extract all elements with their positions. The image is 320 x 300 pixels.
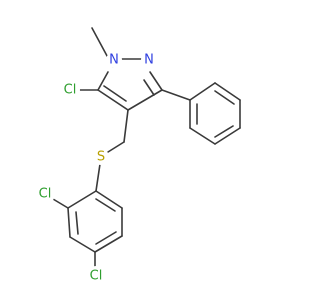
atom-n1-label: N (109, 53, 119, 68)
bond-c5-n1 (97, 71, 109, 91)
atom-cl-pyrazole: Cl (60, 80, 80, 100)
molecule-diagram: N N Cl S Cl Cl (35, 27, 241, 286)
bond-ar2-inner (75, 211, 79, 235)
atom-cl-para: Cl (86, 266, 106, 286)
bond-ph2-inner (214, 90, 235, 105)
bond-ph4-inner (214, 125, 234, 138)
bond-c3-c4 (127, 89, 163, 111)
atom-n2-label: N (144, 53, 154, 68)
bond-ar4-inner (95, 231, 117, 245)
bond-ch2-s (107, 141, 125, 153)
bonds (52, 27, 241, 269)
bond-ar-cl-ortho (52, 198, 69, 209)
bond-ar6 (95, 190, 123, 209)
atom-s: S (93, 149, 109, 165)
bond-c4-c5 (97, 89, 129, 111)
atom-s-label: S (97, 150, 105, 165)
bond-c3-phenyl (161, 89, 191, 101)
bond-ph4 (214, 127, 241, 145)
bond-n2-c3 (149, 71, 163, 91)
bond-s-aryl (95, 163, 101, 192)
bond-c4-c5-inner (103, 85, 127, 102)
bond-ar1 (67, 190, 97, 209)
atom-labels: N N Cl S Cl Cl (35, 52, 157, 286)
bond-ph1 (189, 82, 216, 101)
bond-n2-c3-inner (143, 79, 155, 96)
bond-ar4 (94, 235, 123, 253)
atom-cl-pyrazole-label: Cl (64, 83, 77, 98)
bond-ar2 (67, 207, 71, 238)
atom-cl-para-label: Cl (90, 269, 103, 284)
atom-cl-ortho: Cl (35, 184, 55, 204)
atom-cl-ortho-label: Cl (39, 187, 52, 202)
atom-n1: N (106, 52, 122, 68)
bond-ph2 (214, 82, 241, 101)
bond-ar3 (69, 236, 96, 253)
bond-ar6-inner (95, 198, 116, 212)
bond-c4-ch2 (123, 109, 129, 143)
bond-ph5 (189, 127, 216, 145)
atom-n2: N (141, 52, 157, 68)
